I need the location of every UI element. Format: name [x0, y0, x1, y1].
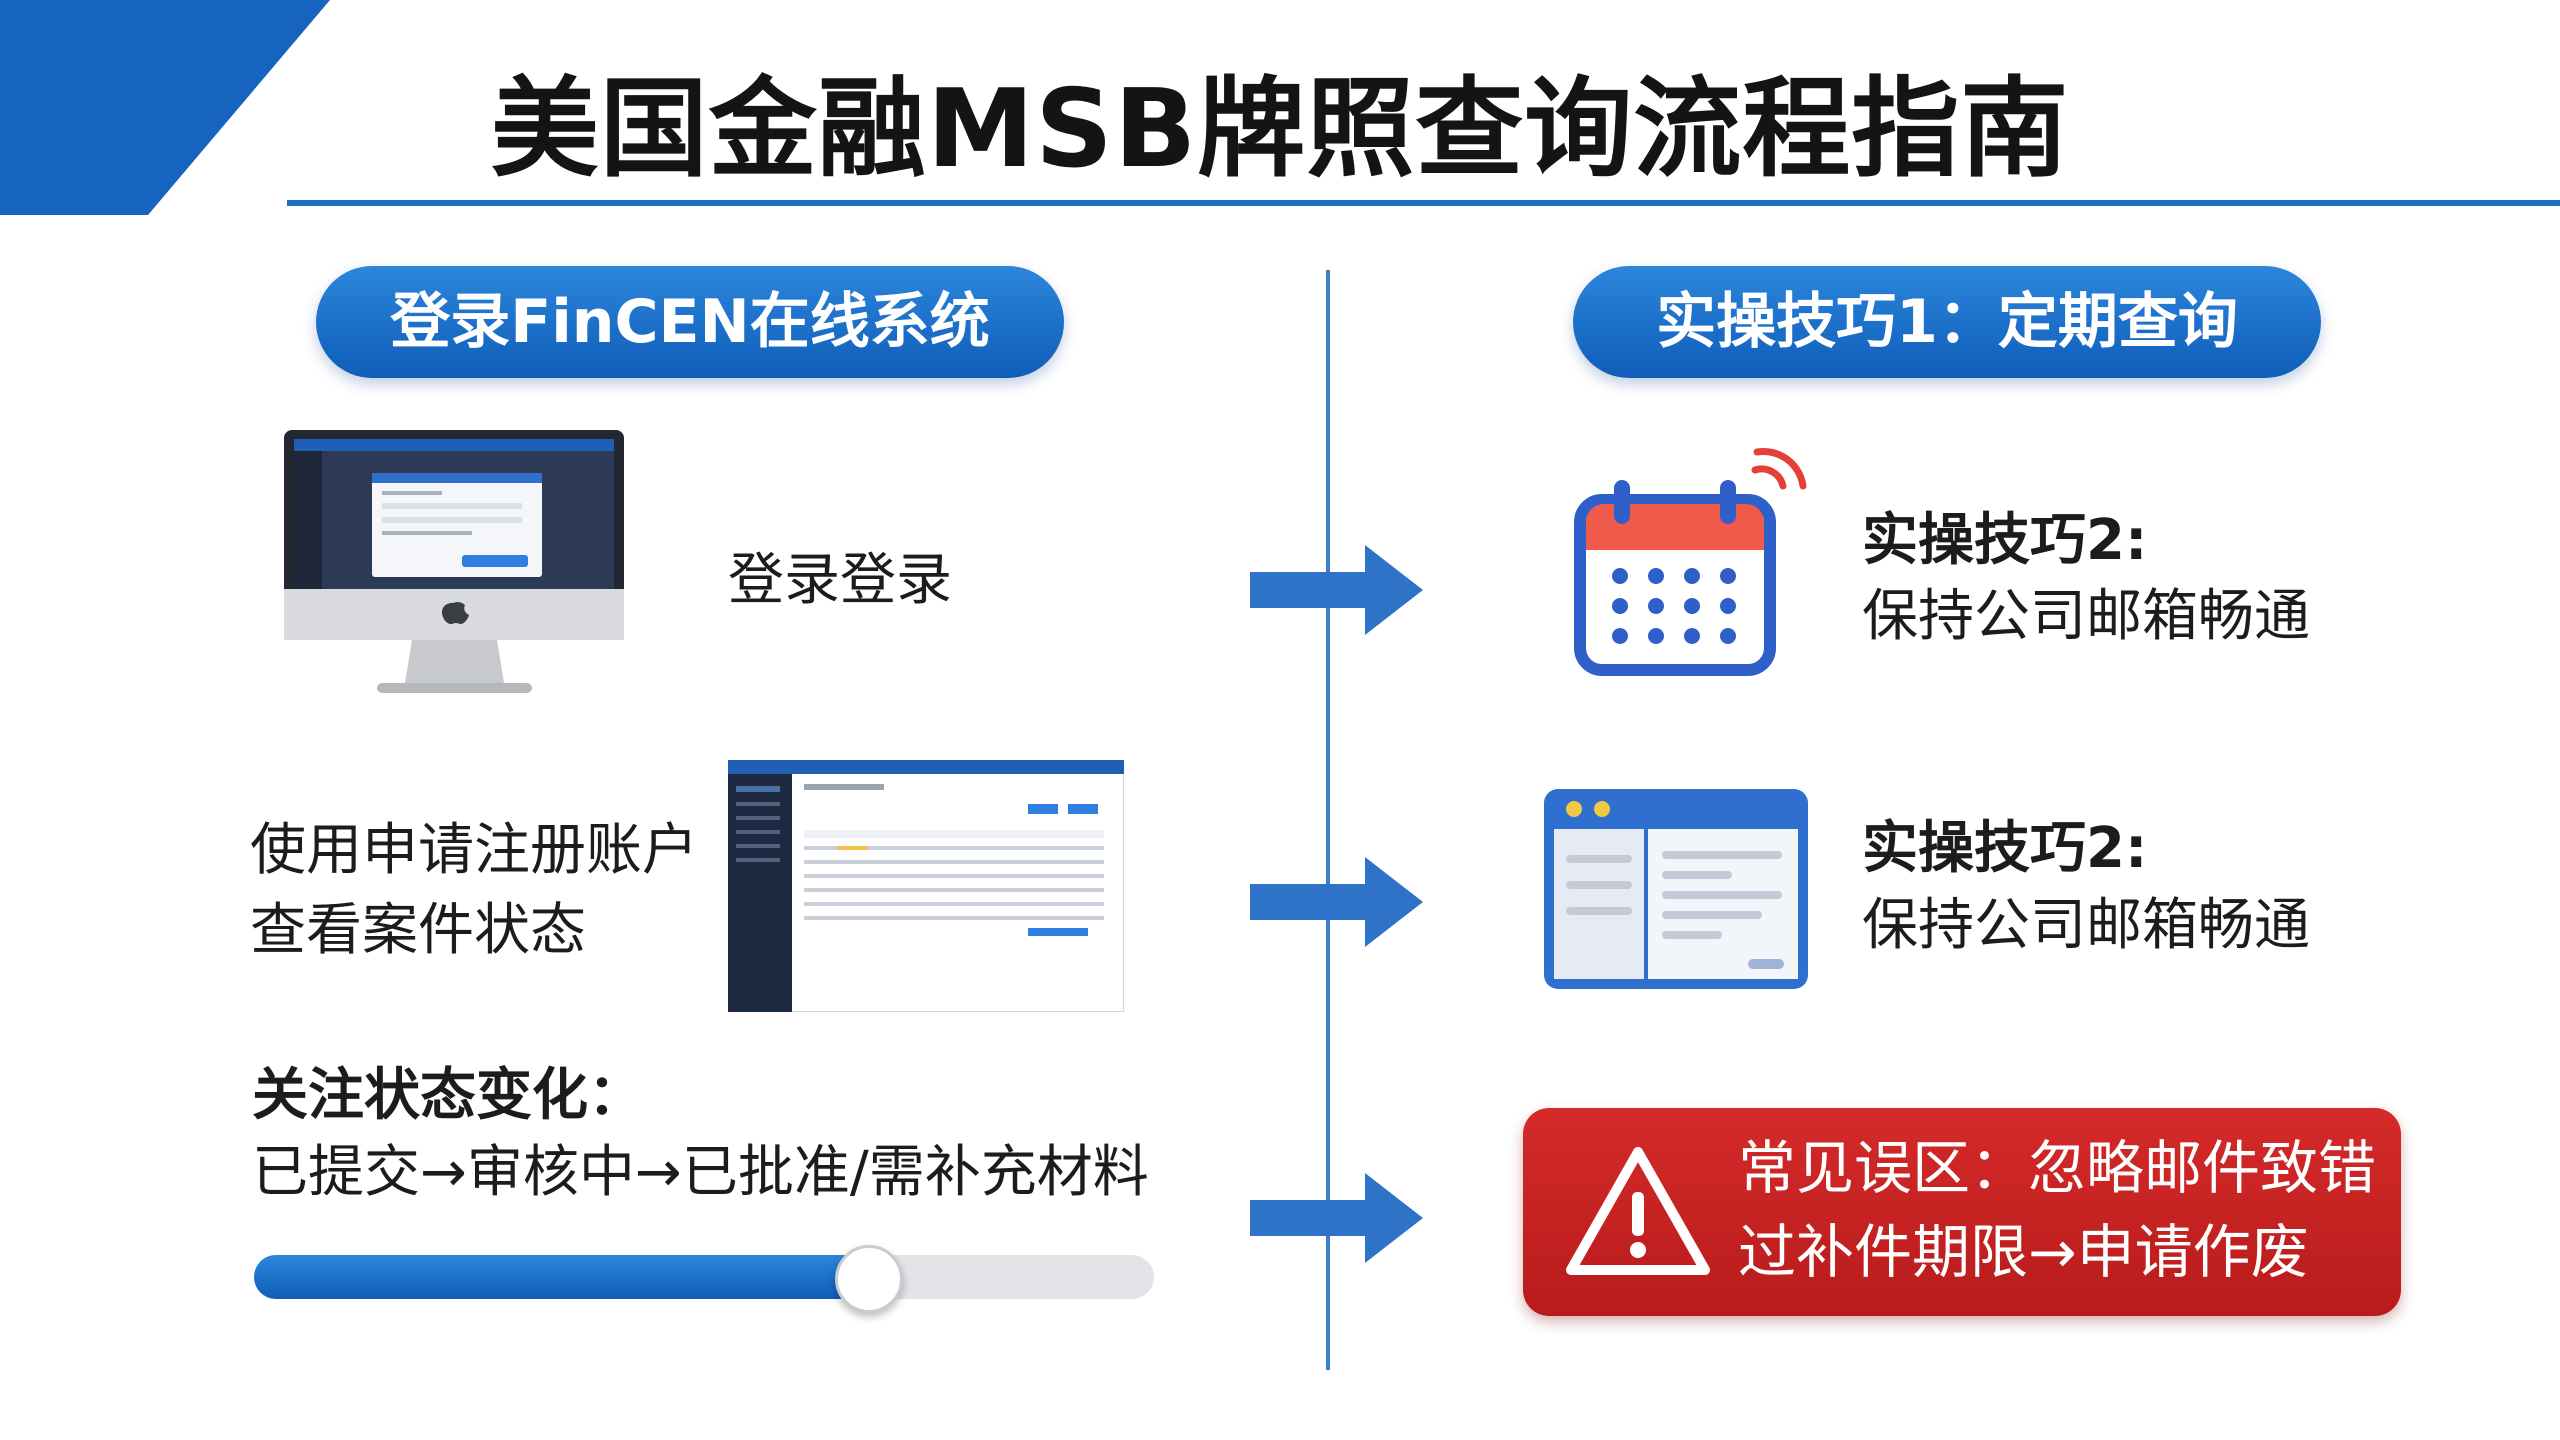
progress-knob[interactable] — [835, 1245, 903, 1313]
progress-fill — [254, 1255, 866, 1299]
tip2b-title: 实操技巧2: — [1862, 816, 2148, 881]
dashboard-screenshot-icon — [728, 760, 1124, 1012]
status-progress-bar — [254, 1245, 1154, 1313]
warning-text: 常见误区：忽略邮件致错 过补件期限→申请作废 — [1738, 1126, 2376, 1294]
page-title: 美国金融MSB牌照查询流程指南 — [490, 67, 2070, 192]
step3-title: 关注状态变化： — [252, 1063, 644, 1128]
tip2a-title: 实操技巧2: — [1862, 508, 2148, 573]
step1-label: 登录登录 — [728, 548, 952, 613]
center-divider — [1326, 270, 1330, 1370]
warning-line1: 常见误区：忽略邮件致错 — [1738, 1134, 2377, 1202]
calendar-icon — [1574, 480, 1776, 676]
signal-icon — [1751, 448, 1807, 490]
left-header-pill: 登录FinCEN在线系统 — [316, 266, 1064, 378]
tip2a-text: 保持公司邮箱畅通 — [1862, 584, 2310, 649]
warning-line2: 过补件期限→申请作废 — [1738, 1218, 2309, 1286]
arrow-right-icon — [1250, 1173, 1423, 1263]
step2-line2: 查看案件状态 — [250, 898, 586, 963]
step3-text: 已提交→审核中→已批准/需补充材料 — [252, 1140, 1149, 1205]
warning-box: 常见误区：忽略邮件致错 过补件期限→申请作废 — [1523, 1108, 2401, 1316]
arrow-right-icon — [1250, 857, 1423, 947]
step2-line1: 使用申请注册账户 — [250, 818, 698, 883]
corner-decoration — [0, 0, 330, 215]
arrow-right-icon — [1250, 545, 1423, 635]
warning-icon — [1566, 1147, 1710, 1275]
tip2b-text: 保持公司邮箱畅通 — [1862, 893, 2310, 958]
title-underline — [287, 200, 2560, 206]
right-header-pill: 实操技巧1：定期查询 — [1573, 266, 2321, 378]
imac-icon — [284, 430, 624, 693]
window-document-icon — [1544, 789, 1808, 989]
